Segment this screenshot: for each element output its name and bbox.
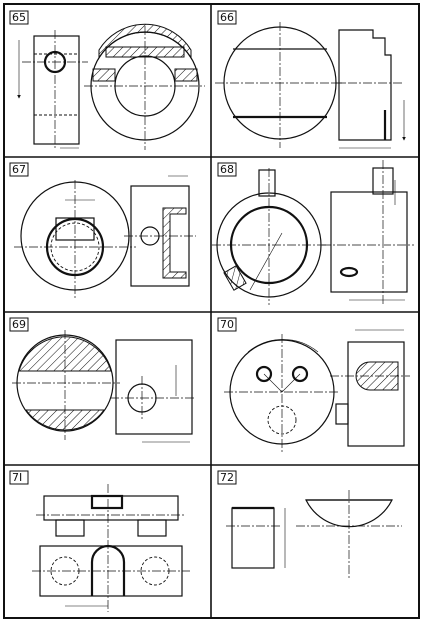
exercise-69: 69 xyxy=(9,317,196,443)
exercise-68: 68 xyxy=(212,160,414,305)
exercise-number: 70 xyxy=(220,318,234,331)
exercise-number: 65 xyxy=(12,11,26,24)
exercise-number: 7I xyxy=(12,471,22,484)
grid-frame xyxy=(3,3,420,619)
exercise-number: 69 xyxy=(12,318,26,331)
exercise-70: 70 xyxy=(217,317,410,452)
exercise-71: 7I xyxy=(9,470,190,612)
exercise-number: 67 xyxy=(12,163,26,176)
exercise-number: 68 xyxy=(220,163,234,176)
exercise-66: 66 xyxy=(215,10,406,149)
exercise-65: 65 xyxy=(9,10,205,150)
exercise-number: 66 xyxy=(220,11,234,24)
exercise-72: 72 xyxy=(217,470,402,580)
exercise-number: 72 xyxy=(220,471,234,484)
exercise-67: 67 xyxy=(9,162,196,300)
